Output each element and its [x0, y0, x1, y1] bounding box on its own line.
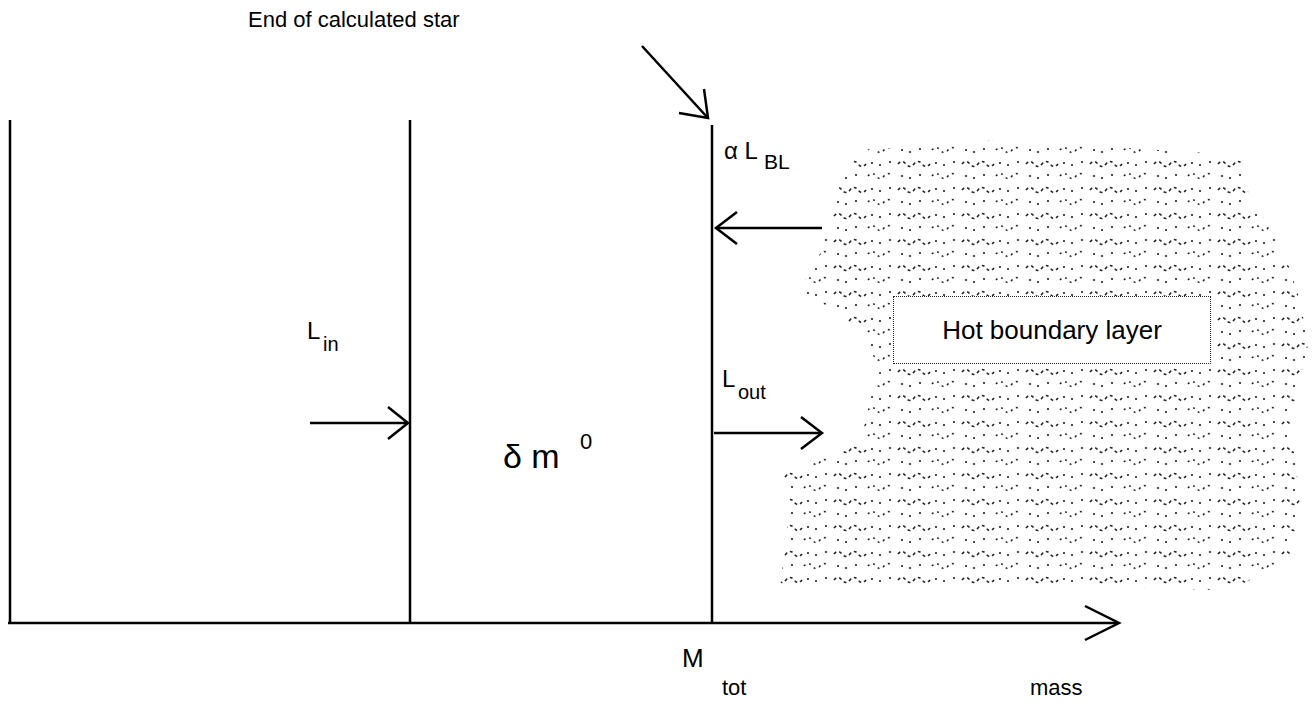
flux-subscript: BL — [764, 150, 790, 173]
pointer-arrowhead — [679, 89, 708, 118]
flux-subscript: in — [323, 333, 339, 355]
flux-arrow — [716, 227, 822, 230]
mass-axis — [8, 622, 1118, 625]
boundary-layer-texture — [780, 140, 1308, 590]
axis-subscript: tot — [722, 676, 746, 700]
flux-arrow — [714, 432, 822, 435]
shell-mass-label: δ m — [503, 438, 560, 475]
region-box: Hot boundary layer — [893, 296, 1211, 364]
caption-label: End of calculated star — [248, 8, 460, 32]
surface-line — [711, 125, 714, 623]
shell-mass-superscript: 0 — [580, 430, 592, 454]
region-label: Hot boundary layer — [942, 316, 1162, 345]
axis-title: mass — [1030, 676, 1083, 700]
axis-label: M — [682, 644, 704, 673]
flux-label: L — [307, 318, 320, 344]
pointer-arrow — [642, 46, 707, 117]
flux-arrowhead — [716, 212, 737, 244]
flux-arrowhead — [801, 417, 822, 449]
flux-arrowhead — [388, 407, 408, 439]
axis-arrowhead — [1085, 606, 1119, 640]
shell-line — [9, 120, 12, 623]
flux-label: α L — [724, 138, 758, 164]
shell-line — [409, 120, 412, 623]
flux-subscript: out — [738, 381, 766, 403]
flux-arrow — [310, 422, 408, 425]
flux-label: L — [722, 366, 735, 392]
